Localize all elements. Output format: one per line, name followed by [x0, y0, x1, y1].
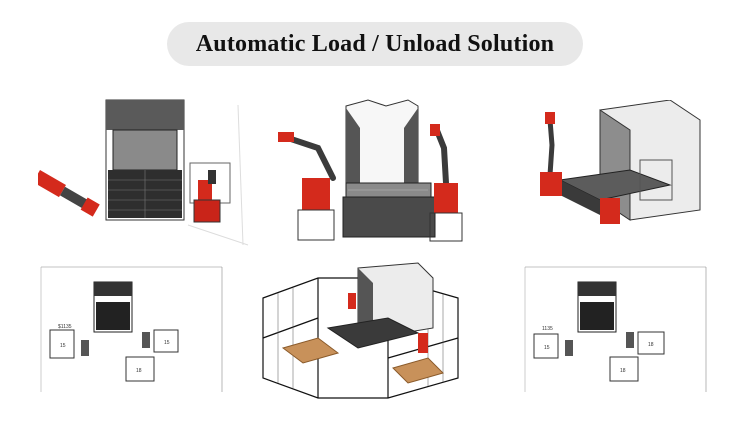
- fenced-cell-iso: [258, 258, 480, 408]
- plan-right-station-a-label: 15: [544, 345, 550, 351]
- press-brake-iso-view: [530, 100, 710, 240]
- page-title: Automatic Load / Unload Solution: [195, 30, 555, 57]
- plan-right-station-b-label: 18: [620, 368, 626, 374]
- plan-station-a-label: 15: [60, 343, 66, 349]
- layout-plan-left: 15 18 15 $1135: [36, 262, 228, 404]
- plan-right-tag-label: 1135: [542, 326, 553, 332]
- plan-right-station-c-label: 18: [648, 342, 654, 348]
- press-brake-top-view: [38, 95, 250, 255]
- plan-tag-label: $1135: [58, 324, 72, 330]
- press-brake-front-view: [268, 98, 478, 246]
- layout-plan-right: 15 18 18 1135: [520, 262, 712, 404]
- title-banner: Automatic Load / Unload Solution: [167, 22, 583, 66]
- plan-station-b-label: 18: [136, 368, 142, 374]
- plan-station-c-label: 15: [164, 340, 170, 346]
